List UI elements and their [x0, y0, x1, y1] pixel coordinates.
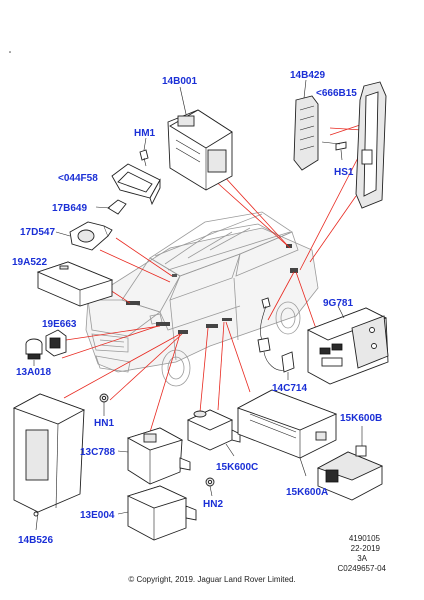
leader-17d547 — [55, 231, 71, 237]
part-19e663-switch — [45, 329, 67, 357]
leader-13e004 — [117, 511, 129, 515]
reference-block: 4190105 22-2019 3A C0249657-04 © Copyrig… — [128, 534, 386, 584]
callout-14b429: 14B429 — [290, 70, 325, 81]
part-hn2-nut — [205, 477, 215, 487]
callout-17d547: 17D547 — [20, 227, 55, 238]
part-17b649-cover — [95, 199, 127, 215]
leader-13c788 — [117, 450, 129, 453]
leader-15k600a — [299, 457, 307, 477]
part-14b526-module — [12, 393, 86, 531]
part-15k600c-module — [186, 409, 241, 451]
callout-14c714: 14C714 — [272, 383, 307, 394]
ref-number: 4190105 — [349, 534, 381, 543]
part-19a522-module — [36, 261, 114, 307]
leader-14b001 — [179, 86, 187, 115]
callout-hn2: HN2 — [203, 499, 223, 510]
callout-hn1: HN1 — [94, 418, 114, 429]
part-14c714-cable — [257, 297, 295, 373]
vehicle-marker — [178, 330, 188, 334]
callout-15k600c: 15K600C — [216, 462, 258, 473]
callout-hm1: HM1 — [134, 128, 156, 139]
vehicle-marker — [290, 268, 298, 273]
callout-hs1: HS1 — [334, 167, 354, 178]
part-hm1-screw — [139, 149, 149, 167]
marker-dot — [9, 51, 11, 53]
callout-15k600a: 15K600A — [286, 487, 328, 498]
part-15k600a-module — [236, 389, 338, 459]
part-hn1-nut — [99, 393, 109, 403]
callout-14b526: 14B526 — [18, 535, 53, 546]
part-9g781-module — [306, 307, 389, 385]
ref-code: C0249657-04 — [338, 564, 387, 573]
leader-14b429 — [303, 79, 307, 99]
leader-hm1 — [143, 137, 147, 151]
vehicle-marker — [172, 274, 177, 277]
part-hs1-screw — [335, 141, 347, 161]
part-15k600b-module — [316, 445, 384, 501]
callout-17b649: 17B649 — [52, 203, 87, 214]
leader-lines — [61, 124, 363, 433]
leader-hn2 — [209, 485, 213, 497]
part-666b15-panel — [355, 81, 387, 209]
vehicle-marker — [126, 301, 140, 305]
part-14b429-bracket — [293, 95, 319, 171]
vehicle-marker — [222, 318, 232, 321]
part-044f58-tray — [111, 163, 161, 206]
leader-9g781 — [337, 305, 345, 319]
callout-labels: 14B001 14B429 <666B15 HM1 <044F58 HS1 17… — [12, 70, 382, 546]
callout-14b001: 14B001 — [162, 76, 197, 87]
callout-9g781: 9G781 — [323, 298, 353, 309]
ref-date: 22-2019 — [351, 544, 381, 553]
callout-19a522: 19A522 — [12, 257, 47, 268]
vehicle-marker — [156, 322, 170, 326]
vehicle-marker — [286, 244, 292, 248]
callout-13e004: 13E004 — [80, 510, 115, 521]
part-14b001-module — [167, 109, 233, 191]
leader-hs1 — [321, 141, 341, 145]
callout-044f58: <044F58 — [58, 173, 98, 184]
part-13a018-button — [25, 338, 43, 360]
copyright-notice: © Copyright, 2019. Jaguar Land Rover Lim… — [128, 575, 295, 584]
leader-15k600c — [225, 443, 235, 457]
callout-13a018: 13A018 — [16, 367, 51, 378]
callout-19e663: 19E663 — [42, 319, 77, 330]
callout-13c788: 13C788 — [80, 447, 115, 458]
part-13c788-module — [126, 427, 191, 485]
ref-revision: 3A — [357, 554, 367, 563]
callout-15k600b: 15K600B — [340, 413, 382, 424]
vehicle-marker — [206, 324, 218, 328]
part-13e004-module — [126, 485, 197, 541]
part-17d547-sensor — [69, 221, 113, 251]
callout-666b15: <666B15 — [316, 88, 357, 99]
